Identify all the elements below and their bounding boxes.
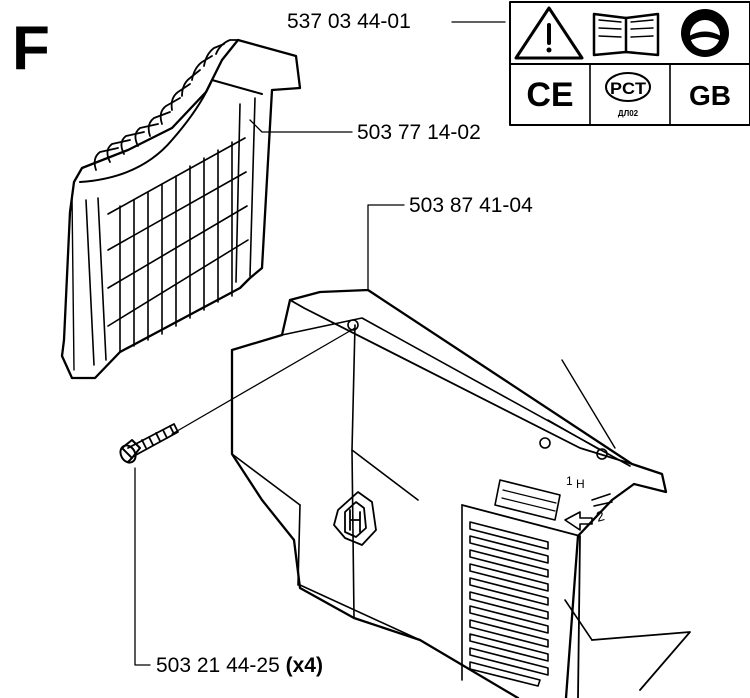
screw — [119, 423, 179, 464]
eye-protection-icon — [681, 9, 729, 57]
part-number: 503 87 41-04 — [409, 194, 533, 217]
pct-mark: PCT ДЛ02 — [605, 72, 651, 118]
part-label-label-sheet: 537 03 44-01 — [287, 10, 411, 34]
leader-line-filter-cover — [249, 119, 353, 133]
section-letter: F — [12, 14, 50, 83]
filter-cover-ribs — [93, 39, 239, 171]
part-number: 503 77 14-02 — [357, 121, 481, 144]
part-label-cylinder-cover: 503 87 41-04 — [409, 194, 533, 218]
manual-book-icon — [592, 12, 660, 57]
filter-cover-grille — [107, 137, 249, 353]
leader-line-screw — [134, 467, 151, 666]
part-label-filter-cover: 503 77 14-02 — [357, 121, 481, 145]
filter-cover — [60, 38, 302, 380]
cylinder-cover-outline — [230, 288, 668, 698]
part-number: 537 03 44-01 — [287, 10, 411, 33]
cylinder-cover-vents — [469, 521, 549, 687]
leader-line-screw-axis — [171, 327, 356, 435]
pct-code-text: ДЛ02 — [618, 109, 639, 118]
label-sheet: CE PCT ДЛ02 GB — [509, 1, 750, 126]
part-quantity: (x4) — [285, 654, 323, 677]
cover-mark-2: 2 — [594, 507, 606, 525]
gb-mark: GB — [689, 80, 731, 111]
ce-mark: CE — [526, 76, 573, 114]
part-number: 503 21 44-25 — [156, 654, 280, 677]
cover-mark-1: 1 — [566, 474, 573, 488]
filter-cover-outline — [60, 38, 302, 380]
part-label-screw: 503 21 44-25 (x4) — [156, 654, 323, 678]
leader-lines — [134, 21, 506, 666]
warning-triangle-icon — [514, 6, 584, 60]
cylinder-cover: 1 H 2 — [230, 288, 691, 698]
husqvarna-logo-icon — [333, 491, 377, 546]
pct-mark-text: PCT — [610, 79, 647, 98]
leader-line-cylinder-cover — [367, 204, 405, 291]
cover-mark-h: H — [576, 477, 585, 491]
